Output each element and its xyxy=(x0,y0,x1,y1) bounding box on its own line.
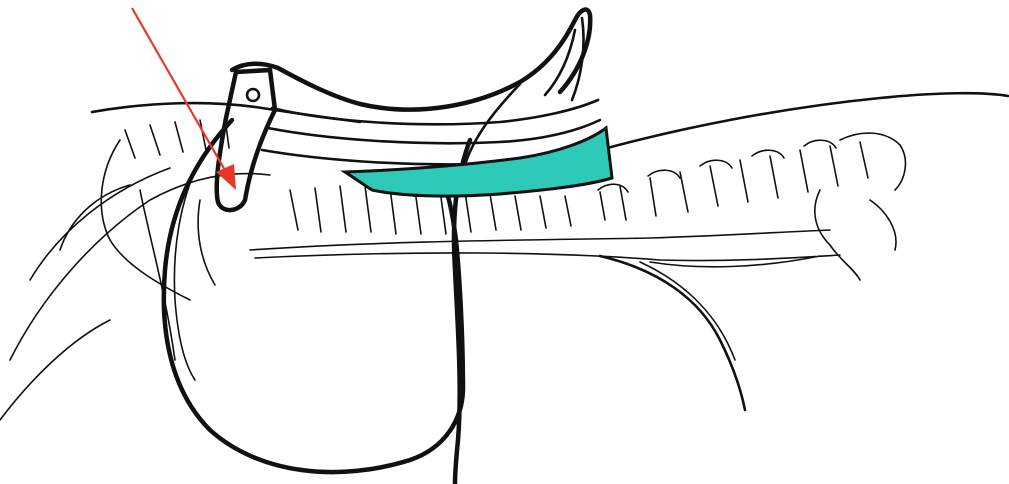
flank-curve xyxy=(600,256,745,410)
red-arrow-icon xyxy=(132,8,236,190)
vertebrae xyxy=(125,118,905,280)
pommel-hole xyxy=(247,89,259,101)
saddle-seat xyxy=(232,10,590,110)
saddle-pommel xyxy=(217,70,275,210)
saddle-layer-1 xyxy=(272,100,598,124)
spine-band xyxy=(250,230,840,267)
saddle-flap-inner xyxy=(174,160,200,380)
saddle-layer-3 xyxy=(262,150,480,164)
